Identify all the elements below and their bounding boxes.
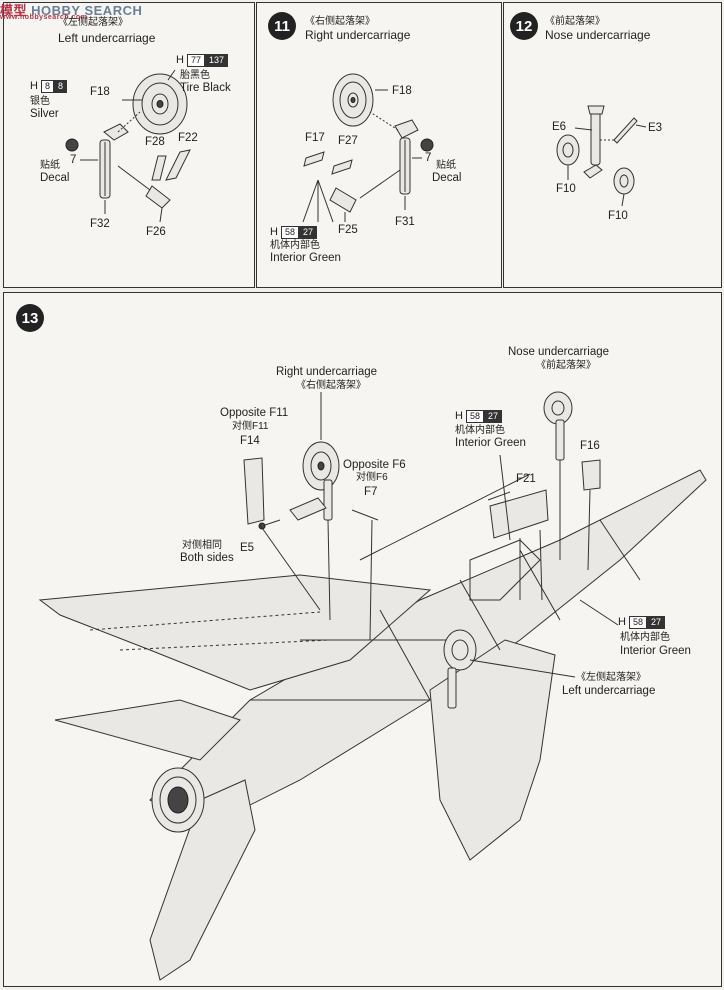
watermark-site: www.hobbysearch.com: [0, 14, 88, 21]
step12-part-f10b: F10: [608, 210, 628, 222]
step11-decal-en: Decal: [432, 172, 462, 184]
step11-paint-cn: 机体内部色: [270, 240, 320, 251]
hobby-search-watermark: 模型 HOBBY SEARCH www.hobbysearch.com: [0, 0, 143, 21]
step11-decal-num: 7: [425, 152, 432, 164]
step13-opp-f11-cn: 对侧F11: [232, 421, 269, 432]
step12-part-e3: E3: [648, 122, 663, 134]
step10-decal-cn: 贴纸: [40, 160, 60, 171]
step11-drawing: [302, 73, 434, 223]
step13-nose-uc-en: Nose undercarriage: [508, 346, 610, 358]
step12-title-en: Nose undercarriage: [545, 28, 651, 42]
step13-number: 13: [16, 304, 44, 332]
step11-paint-en: Interior Green: [270, 252, 341, 264]
step13-opp-f11-en: Opposite F11: [220, 407, 289, 419]
step13-nose-uc-cn: 《前起落架》: [536, 360, 596, 371]
step10-part-f18: F18: [90, 86, 110, 98]
step11-number: 11: [268, 12, 296, 40]
step13-part-f16: F16: [580, 440, 600, 452]
step10-decal-en: Decal: [40, 172, 70, 184]
step10-title-cn: 《左侧起落架》: [58, 17, 128, 28]
step13-both-en: Both sides: [180, 552, 234, 564]
step13-paint-right-en: Interior Green: [620, 645, 691, 657]
step11-decal-cn: 贴纸: [436, 160, 456, 171]
step13-part-f14: F14: [240, 435, 260, 447]
step-11-panel: [256, 2, 502, 288]
step10-drawing: [65, 69, 191, 223]
step13-part-e5: E5: [240, 542, 255, 554]
step11-part-f27: F27: [338, 135, 358, 147]
step13-left-uc-cn: 《左侧起落架》: [576, 672, 646, 683]
step13-opp-f6-en: Opposite F6: [343, 459, 406, 471]
step13-drawing: [38, 391, 707, 981]
step10-paint1-en: Tire Black: [180, 82, 231, 94]
step13-paint-right-cn: 机体内部色: [620, 632, 670, 643]
watermark-brand-en: HOBBY SEARCH: [31, 3, 143, 18]
step13-paint-top-cn: 机体内部色: [455, 425, 505, 436]
step11-title-en: Right undercarriage: [305, 28, 411, 42]
step12-part-f10a: F10: [556, 183, 576, 195]
step-12-panel: [503, 2, 722, 288]
step10-part-f32: F32: [90, 218, 110, 230]
step10-paint2-en: Silver: [30, 108, 59, 120]
step13-part-f7: F7: [364, 486, 378, 498]
step13-paint-top-en: Interior Green: [455, 437, 526, 449]
step13-opp-f6-cn: 对侧F6: [356, 472, 388, 483]
step12-title-cn: 《前起落架》: [545, 16, 605, 27]
step10-paint1-cn: 胎黑色: [180, 70, 210, 81]
step12-number: 12: [510, 12, 538, 40]
step10-part-f26: F26: [146, 226, 166, 238]
step10-paint2-cn: 银色: [30, 96, 50, 107]
step13-left-uc-en: Left undercarriage: [562, 685, 656, 697]
watermark-brand-cn: 模型: [0, 3, 28, 18]
step12-part-e6: E6: [552, 121, 567, 133]
step11-part-f31: F31: [395, 216, 415, 228]
step11-part-f25: F25: [338, 224, 358, 236]
step10-part-f22: F22: [178, 132, 198, 144]
step11-title-cn: 《右侧起落架》: [305, 16, 375, 27]
step13-part-f21: F21: [516, 473, 536, 485]
step13-both-cn: 对侧相同: [182, 540, 222, 551]
step11-part-f17: F17: [305, 132, 325, 144]
step13-right-uc-cn: 《右侧起落架》: [296, 380, 366, 391]
step10-title-en: Left undercarriage: [58, 31, 156, 45]
step11-part-f18: F18: [392, 85, 412, 97]
step13-right-uc-en: Right undercarriage: [276, 366, 378, 378]
step12-drawing: [556, 105, 647, 207]
step10-part-f28: F28: [145, 136, 165, 148]
step10-decal-num: 7: [70, 154, 77, 166]
step-10-panel: [3, 2, 255, 288]
